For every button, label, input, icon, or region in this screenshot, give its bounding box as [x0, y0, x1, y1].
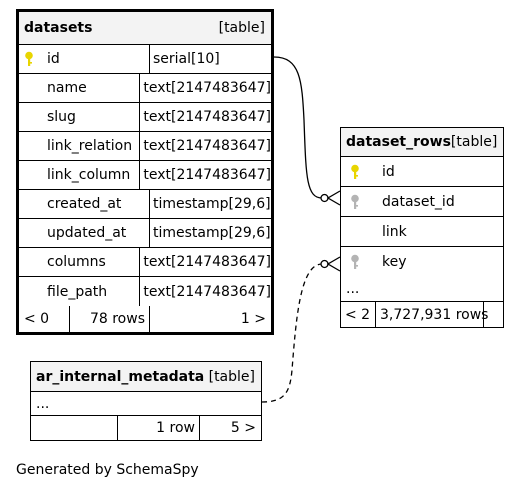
table-footer: < 2 3,727,931 rows	[341, 302, 503, 327]
column-type: timestamp[29,6]	[149, 190, 271, 218]
column-name: file_path	[47, 283, 108, 300]
column-row[interactable]: dataset_id	[341, 187, 503, 217]
table-name: datasets	[24, 20, 93, 36]
key-icon	[351, 254, 359, 269]
table-ar-internal-metadata[interactable]: ar_internal_metadata [table] ... 1 row 5…	[30, 361, 262, 441]
row-count: 3,727,931 rows	[375, 302, 488, 327]
edge-crowfoot	[326, 190, 341, 206]
table-name: ar_internal_metadata	[36, 368, 205, 385]
table-name: dataset_rows	[346, 134, 451, 150]
column-type: text[2147483647]	[139, 248, 271, 276]
column-row[interactable]: link_relation text[2147483647]	[19, 132, 271, 161]
column-name: link_relation	[47, 138, 133, 154]
column-name: updated_at	[47, 225, 127, 241]
column-name: columns	[47, 254, 106, 270]
column-name: id	[341, 157, 503, 186]
column-row[interactable]: created_at timestamp[29,6]	[19, 190, 271, 219]
table-header: ar_internal_metadata [table]	[31, 362, 261, 392]
row-count: 1 row	[117, 416, 199, 440]
column-name: key	[341, 247, 503, 277]
column-row[interactable]: link	[341, 217, 503, 247]
table-header: datasets [table]	[19, 12, 271, 45]
column-name: created_at	[47, 196, 122, 212]
column-row[interactable]: slug text[2147483647]	[19, 103, 271, 132]
column-type: text[2147483647]	[139, 132, 271, 160]
column-row[interactable]: id	[341, 157, 503, 187]
children-count[interactable]	[483, 302, 503, 327]
ellipsis: ...	[346, 281, 360, 297]
parents-count[interactable]: < 2	[345, 306, 371, 323]
column-row[interactable]: key	[341, 247, 503, 277]
column-name: link	[382, 223, 407, 240]
key-icon	[351, 194, 359, 209]
edge-ar-metadata-to-dataset-rows[interactable]	[261, 263, 323, 403]
column-row[interactable]: link_column text[2147483647]	[19, 161, 271, 190]
table-footer: 1 row 5 >	[31, 416, 261, 440]
key-icon	[351, 164, 359, 179]
ellipsis-row: ...	[341, 277, 503, 302]
table-footer: < 0 78 rows 1 >	[19, 306, 271, 332]
column-row[interactable]: name text[2147483647]	[19, 74, 271, 103]
children-count[interactable]: 5 >	[199, 416, 261, 440]
column-row[interactable]: updated_at timestamp[29,6]	[19, 219, 271, 248]
ellipsis: ...	[36, 395, 50, 412]
table-type: [table]	[450, 134, 498, 150]
parents-count[interactable]: < 0	[24, 311, 50, 327]
edge-crowfoot	[326, 256, 341, 272]
column-type: text[2147483647]	[139, 103, 271, 131]
column-row[interactable]: columns text[2147483647]	[19, 248, 271, 277]
column-type: serial[10]	[149, 45, 271, 73]
column-name: dataset_id	[341, 187, 503, 216]
column-name: slug	[47, 109, 76, 125]
children-count[interactable]: 1 >	[149, 306, 271, 332]
ellipsis-row: ...	[31, 392, 261, 416]
edge-datasets-to-dataset-rows[interactable]	[273, 56, 323, 199]
column-name: id	[19, 45, 149, 73]
key-icon	[25, 51, 33, 66]
table-type: [table]	[218, 20, 265, 36]
column-row[interactable]: file_path text[2147483647]	[19, 277, 271, 306]
table-type: [table]	[208, 368, 255, 385]
row-count: 78 rows	[69, 306, 149, 332]
table-header: dataset_rows [table]	[341, 128, 503, 157]
column-type: timestamp[29,6]	[149, 219, 271, 247]
column-name: link_column	[47, 167, 131, 183]
column-name: name	[47, 80, 87, 96]
column-type: text[2147483647]	[139, 74, 271, 102]
generated-by-caption: Generated by SchemaSpy	[16, 462, 199, 478]
column-type: text[2147483647]	[139, 161, 271, 189]
column-type: text[2147483647]	[139, 277, 271, 306]
